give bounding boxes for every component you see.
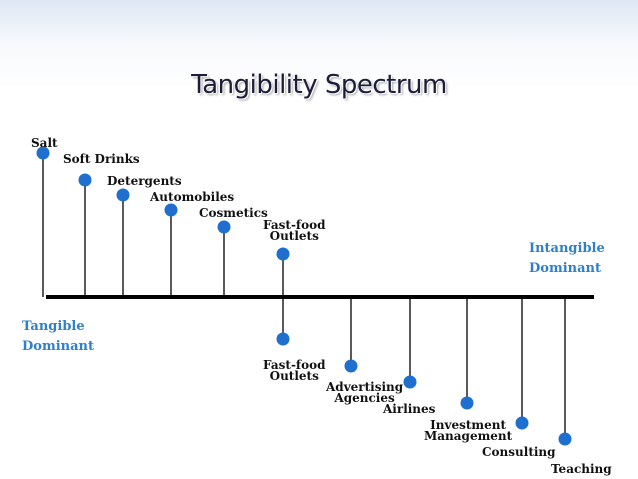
intangible-item-dot (515, 416, 529, 430)
tangible-item-dot (217, 220, 231, 234)
intangible-item-dot (276, 332, 290, 346)
tangible-item-label: Detergents (107, 174, 182, 188)
dominant-word: Dominant (22, 339, 94, 354)
intangible-item-label: Fast-food Outlets (263, 358, 326, 383)
intangible-item-label: Investment Management (424, 418, 513, 443)
tangible-dominant-label: Tangible Dominant (22, 317, 94, 357)
tangible-item-dot (36, 146, 50, 160)
tangible-item-label: Cosmetics (199, 206, 268, 220)
tangible-item-label: Fast-food Outlets (263, 218, 326, 243)
tangible-item-dot (116, 188, 130, 202)
intangible-item-label: Teaching (551, 462, 612, 476)
intangible-word: Intangible (529, 241, 605, 256)
intangible-item-label: Airlines (383, 402, 436, 416)
intangible-item-dot (403, 375, 417, 389)
intangible-item-dot (460, 396, 474, 410)
tangible-item-dot (78, 173, 92, 187)
tangible-item-label: Automobiles (150, 190, 235, 204)
tangible-item-label: Soft Drinks (63, 152, 140, 166)
dominant-word-right: Dominant (529, 261, 601, 276)
intangible-item-label: Advertising Agencies (326, 380, 404, 405)
intangible-item-dot (558, 432, 572, 446)
slide-title: Tangibility Spectrum (191, 70, 447, 100)
tangible-item-dot (164, 203, 178, 217)
tangible-item-dot (276, 247, 290, 261)
intangible-item-dot (344, 359, 358, 373)
intangible-item-label: Consulting (482, 445, 556, 459)
tangible-word: Tangible (22, 319, 85, 334)
tangible-item-label: Salt (31, 136, 58, 150)
intangible-dominant-label: Intangible Dominant (529, 239, 605, 279)
